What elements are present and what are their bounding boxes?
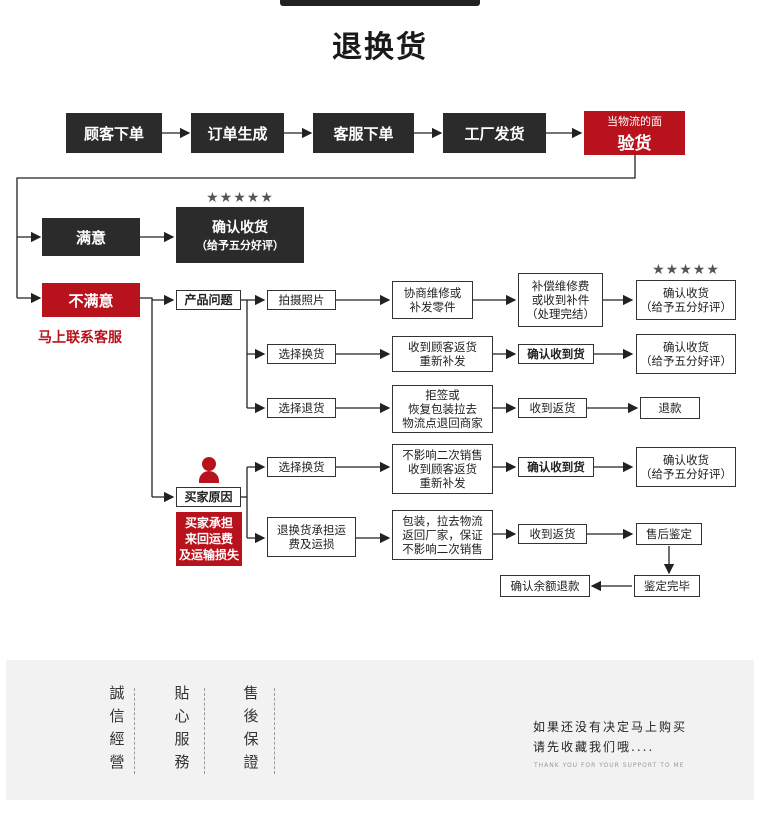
person-icon xyxy=(199,457,219,485)
flow-box-buyer-bears-shipping: 退换货承担运 费及运损 xyxy=(267,517,356,557)
flow-box-reject-return: 拒签或 恢复包装拉去 物流点退回商家 xyxy=(392,385,493,433)
flow-box-choose-exchange: 选择换货 xyxy=(267,344,336,364)
flow-box-unsatisfied: 不满意 xyxy=(42,283,140,317)
compensate-line3: （处理完结） xyxy=(526,307,595,321)
flow-box-order-created: 订单生成 xyxy=(191,113,284,153)
flow-box-confirm-receipt-4: 确认收货 （给予五分好评） xyxy=(636,447,736,487)
footer-col-integrity: 誠 信 經 營 xyxy=(107,682,127,774)
footer-char: 貼 xyxy=(174,684,190,702)
inspect-line1: 当物流的面 xyxy=(607,114,662,128)
confirm-receipt-label: 确认收货 xyxy=(212,220,268,236)
compensate-line2: 或收到补件 xyxy=(531,293,590,307)
footer-char: 證 xyxy=(243,753,259,771)
top-decoration xyxy=(280,0,480,6)
confirm-line1: 确认收货 xyxy=(663,453,709,467)
rating-stars-2: ★★★★★ xyxy=(652,262,720,278)
bears-line1: 买家承担 xyxy=(184,516,233,530)
footer-char: 誠 xyxy=(109,684,125,702)
flow-box-pack-return: 包装，拉去物流 返回厂家，保证 不影响二次销售 xyxy=(392,510,493,560)
confirm-line1: 确认收货 xyxy=(663,286,709,300)
flow-box-confirm-goods-2: 确认收到货 xyxy=(518,457,594,477)
flow-box-service-order: 客服下单 xyxy=(313,113,414,153)
shipping-line2: 费及运损 xyxy=(288,537,335,551)
page-title: 退换货 xyxy=(332,30,428,65)
no-impact-line2: 收到顾客返货 xyxy=(408,462,477,476)
confirm-line1: 确认收货 xyxy=(663,340,709,354)
footer-col-guarantee: 售 後 保 證 xyxy=(241,682,261,774)
contact-service-label: 马上联系客服 xyxy=(38,330,122,346)
reject-line1: 拒签或 xyxy=(425,388,460,402)
footer-char: 信 xyxy=(109,707,125,725)
footer-message-line2: 请先收藏我们哦.... xyxy=(533,740,655,754)
flow-box-no-impact-resend: 不影响二次销售 收到顾客返货 重新补发 xyxy=(392,444,493,494)
footer-char: 務 xyxy=(174,753,190,771)
footer-char: 心 xyxy=(174,707,190,725)
no-impact-line3: 重新补发 xyxy=(419,476,466,490)
footer-banner: 誠 信 經 營 貼 心 服 務 售 後 保 證 如果还没有决定马上购买 请先收藏… xyxy=(6,660,754,800)
flow-box-after-sale-check: 售后鉴定 xyxy=(636,523,702,545)
flow-box-confirm-balance-refund: 确认余额退款 xyxy=(500,575,590,597)
footer-char: 營 xyxy=(109,753,125,771)
flow-box-compensate: 补偿维修费 或收到补件 （处理完结） xyxy=(518,273,603,327)
bears-line3: 及运输损失 xyxy=(178,548,239,562)
footer-char: 後 xyxy=(243,707,259,725)
footer-divider xyxy=(134,688,135,774)
confirm-line2: （给予五分好评） xyxy=(640,467,732,481)
confirm-line2: （给予五分好评） xyxy=(640,354,732,368)
shipping-line1: 退换货承担运 xyxy=(277,523,346,537)
flow-box-refund: 退款 xyxy=(640,397,700,419)
flow-box-confirm-goods: 确认收到货 xyxy=(518,344,594,364)
footer-char: 經 xyxy=(109,730,125,748)
resend-line2: 重新补发 xyxy=(419,354,466,368)
resend-line1: 收到顾客返货 xyxy=(408,340,477,354)
flow-box-check-done: 鉴定完毕 xyxy=(634,575,700,597)
compensate-line1: 补偿维修费 xyxy=(531,279,590,293)
footer-char: 服 xyxy=(174,730,190,748)
footer-divider xyxy=(204,688,205,774)
rating-stars: ★★★★★ xyxy=(206,190,274,206)
five-star-review-label: （给予五分好评） xyxy=(196,239,284,252)
flow-box-satisfied: 满意 xyxy=(42,218,140,256)
negotiate-line2: 补发零件 xyxy=(409,300,456,314)
pack-line1: 包装，拉去物流 xyxy=(402,514,483,528)
inspect-line2: 验货 xyxy=(617,133,652,154)
flow-box-customer-order: 顾客下单 xyxy=(66,113,162,153)
footer-message-line1: 如果还没有决定马上购买 xyxy=(533,720,688,734)
bears-line2: 来回运费 xyxy=(184,532,233,546)
flow-box-receive-return: 收到返货 xyxy=(518,398,587,418)
flow-box-choose-return: 选择退货 xyxy=(267,398,336,418)
flow-box-confirm-receipt-2: 确认收货 （给予五分好评） xyxy=(636,280,736,320)
flow-box-confirm-receipt: 确认收货 （给予五分好评） xyxy=(176,207,304,263)
pack-line3: 不影响二次销售 xyxy=(402,542,483,556)
flow-box-buyer-choose-exchange: 选择换货 xyxy=(267,457,336,477)
footer-char: 保 xyxy=(243,730,259,748)
confirm-line2: （给予五分好评） xyxy=(640,300,732,314)
reject-line2: 恢复包装拉去 xyxy=(408,402,477,416)
flow-box-factory-ship: 工厂发货 xyxy=(443,113,546,153)
flow-box-negotiate-repair: 协商维修或 补发零件 xyxy=(392,281,473,319)
reject-line3: 物流点退回商家 xyxy=(402,416,483,430)
flow-box-inspect: 当物流的面 验货 xyxy=(584,111,685,155)
negotiate-line1: 协商维修或 xyxy=(403,286,462,300)
footer-divider xyxy=(274,688,275,774)
flow-box-product-issue: 产品问题 xyxy=(176,290,241,310)
footer-thanks: THANK YOU FOR YOUR SUPPORT TO ME xyxy=(534,762,685,769)
footer-col-service: 貼 心 服 務 xyxy=(172,682,192,774)
flow-box-receive-return-2: 收到返货 xyxy=(518,524,587,544)
flow-box-buyer-reason: 买家原因 xyxy=(176,487,241,507)
pack-line2: 返回厂家，保证 xyxy=(402,528,483,542)
flow-box-confirm-receipt-3: 确认收货 （给予五分好评） xyxy=(636,334,736,374)
flow-box-buyer-bears-cost: 买家承担 来回运费 及运输损失 xyxy=(176,512,242,566)
flow-box-receive-return-resend: 收到顾客返货 重新补发 xyxy=(392,336,493,372)
flow-box-take-photo: 拍摄照片 xyxy=(267,290,336,310)
footer-char: 售 xyxy=(243,684,259,702)
no-impact-line1: 不影响二次销售 xyxy=(402,448,483,462)
